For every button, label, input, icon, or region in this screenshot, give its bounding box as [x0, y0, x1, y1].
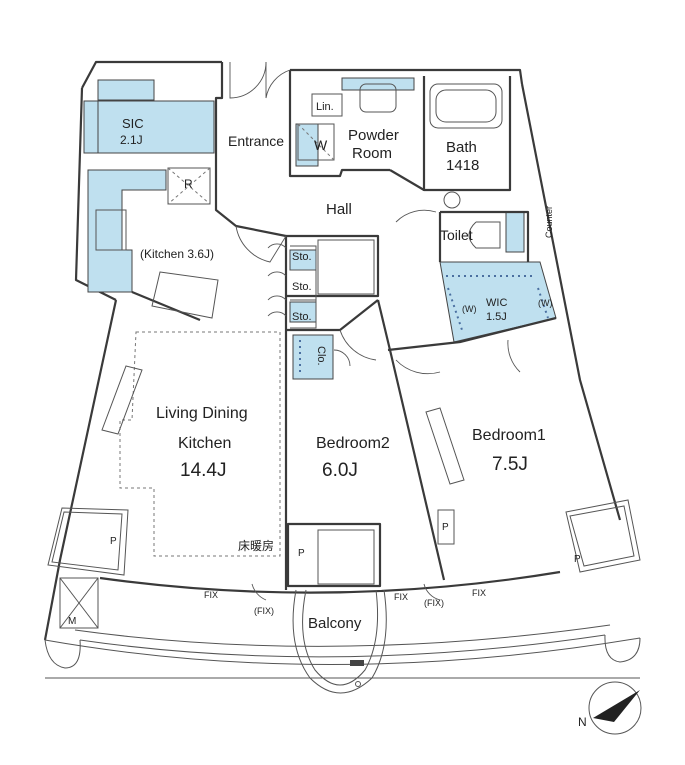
linen-label: Lin.	[316, 101, 334, 113]
refrigerator-label: R	[184, 177, 193, 191]
compass-north-label: N	[578, 715, 587, 729]
washer-label: W	[314, 137, 328, 153]
compass: N	[578, 681, 642, 735]
bathtub	[429, 83, 503, 129]
fix-left-label: FIX	[204, 590, 218, 600]
powder-label-1: Powder	[348, 127, 399, 144]
wic-w-left: (W)	[462, 304, 477, 314]
entrance-label: Entrance	[228, 133, 284, 149]
refrigerator	[167, 167, 211, 205]
bath-label: Bath	[446, 139, 477, 156]
outer-walls	[43, 60, 641, 679]
fix-left-paren-label: (FIX)	[254, 606, 274, 616]
pipe-left-label: P	[110, 536, 117, 547]
kitchen-counter	[87, 169, 167, 293]
bath-size: 1418	[446, 157, 479, 174]
floor-heating-zone	[119, 331, 281, 557]
wic-size: 1.5J	[486, 311, 507, 323]
bedroom2-size: 6.0J	[322, 460, 358, 481]
bedroom1-size: 7.5J	[492, 454, 528, 475]
doors	[229, 61, 521, 601]
pipe-balcony-label: P	[298, 548, 305, 559]
wic-w-right: (W)	[538, 298, 553, 308]
meter-label: M	[68, 616, 76, 627]
pipe-right-label: P	[574, 554, 581, 565]
meter-box	[59, 577, 99, 629]
storage-label-1: Sto.	[292, 251, 312, 263]
balcony-label: Balcony	[308, 615, 362, 632]
kitchen-label: (Kitchen 3.6J)	[140, 247, 214, 261]
labels: SIC 2.1J Entrance Lin. Powder Room W Bat…	[68, 101, 581, 632]
sic-size: 2.1J	[120, 133, 143, 147]
pipe-bedroom1-label: P	[442, 522, 449, 533]
hall-label: Hall	[326, 201, 352, 218]
floor-heating-label: 床暖房	[238, 538, 274, 553]
closet-label: Clo.	[315, 346, 327, 366]
powder-sink	[359, 83, 397, 113]
pillar-right	[565, 499, 641, 573]
stove	[95, 209, 127, 251]
ldk-label-2: Kitchen	[178, 435, 231, 452]
counter-label: Counter	[544, 206, 554, 238]
storage-label-3: Sto.	[292, 311, 312, 323]
toilet-fixture	[468, 221, 501, 249]
sic-shelves	[97, 100, 215, 154]
wic-label: WIC	[486, 297, 507, 309]
toilet-label: Toilet	[440, 227, 473, 243]
misc-fixtures	[95, 83, 549, 557]
compass-arrow-icon	[593, 690, 640, 722]
storage-label-2: Sto.	[292, 281, 312, 293]
fix-center-label: FIX	[394, 592, 408, 602]
fix-right-label: FIX	[472, 588, 486, 598]
fix-center-paren-label: (FIX)	[424, 598, 444, 608]
sic-label: SIC	[122, 116, 144, 131]
fixtures	[83, 77, 557, 380]
bedroom1-label: Bedroom1	[472, 427, 546, 444]
interior-walls	[47, 70, 641, 694]
pillar-left	[47, 507, 129, 576]
ldk-size: 14.4J	[180, 460, 226, 481]
kitchen-island	[151, 271, 219, 319]
ldk-label-1: Living Dining	[156, 405, 248, 422]
powder-label-2: Room	[352, 145, 392, 162]
bedroom2-label: Bedroom2	[316, 435, 390, 452]
